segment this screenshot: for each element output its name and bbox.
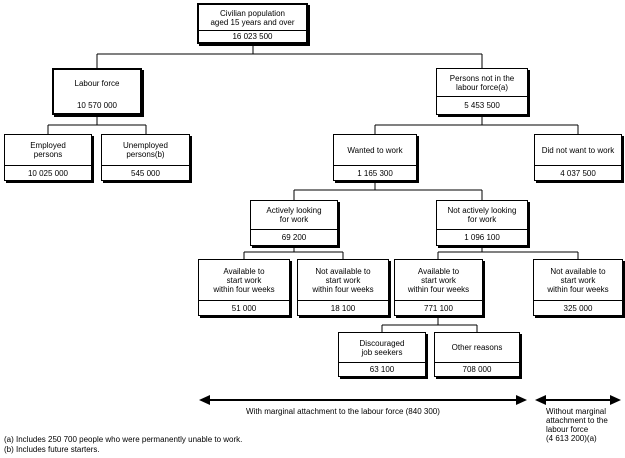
box-label: Not available to start work within four … bbox=[312, 266, 374, 294]
discouraged-job-seekers-box: Discouraged job seekers 63 100 bbox=[338, 332, 426, 377]
box-value: 545 000 bbox=[131, 168, 160, 178]
available-not-active-box: Available to start work within four week… bbox=[394, 259, 483, 316]
without-marginal-arrow bbox=[535, 395, 621, 405]
labour-force-box: Labour force 10 570 000 bbox=[52, 68, 142, 115]
box-label: Not actively looking for work bbox=[447, 206, 517, 224]
footnote-a: (a) Includes 250 700 people who were per… bbox=[4, 435, 243, 444]
box-label: Wanted to work bbox=[347, 145, 403, 155]
box-value: 708 000 bbox=[462, 365, 492, 374]
box-value: 325 000 bbox=[563, 303, 593, 313]
box-label: Actively looking for work bbox=[266, 206, 322, 224]
box-value: 771 100 bbox=[424, 303, 453, 313]
box-label: Available to start work within four week… bbox=[407, 266, 470, 294]
box-label: Labour force bbox=[74, 79, 120, 88]
box-value: 51 000 bbox=[231, 303, 257, 313]
not-available-not-active-box: Not available to start work within four … bbox=[533, 259, 623, 316]
box-value: 4 037 500 bbox=[560, 168, 596, 178]
did-not-want-to-work-box: Did not want to work 4 037 500 bbox=[534, 134, 622, 181]
wanted-to-work-box: Wanted to work 1 165 300 bbox=[333, 134, 417, 181]
box-value: 69 200 bbox=[281, 233, 307, 242]
box-value: 63 100 bbox=[369, 365, 395, 374]
other-reasons-box: Other reasons 708 000 bbox=[434, 332, 520, 377]
box-label: Did not want to work bbox=[541, 145, 615, 155]
with-marginal-attachment-label: With marginal attachment to the labour f… bbox=[246, 407, 440, 416]
box-label: Discouraged job seekers bbox=[359, 338, 405, 357]
unemployed-persons-box: Unemployed persons(b) 545 000 bbox=[101, 134, 190, 181]
box-value: 10 570 000 bbox=[76, 100, 118, 110]
box-label: Available to start work within four week… bbox=[213, 266, 275, 294]
civilian-population-box: Civilian population aged 15 years and ov… bbox=[197, 3, 308, 44]
box-value: 10 025 000 bbox=[27, 168, 69, 178]
box-value: 5 453 500 bbox=[464, 101, 500, 110]
box-label: Unemployed persons(b) bbox=[123, 141, 168, 159]
not-in-labour-force-box: Persons not in the labour force(a) 5 453… bbox=[436, 68, 528, 115]
box-label: Not available to start work within four … bbox=[547, 266, 609, 294]
box-label: Civilian population aged 15 years and ov… bbox=[210, 8, 295, 27]
not-available-active-box: Not available to start work within four … bbox=[297, 259, 389, 316]
box-value: 1 165 300 bbox=[357, 168, 393, 178]
box-label: Employed persons bbox=[30, 141, 66, 159]
available-active-box: Available to start work within four week… bbox=[198, 259, 290, 316]
not-actively-looking-box: Not actively looking for work 1 096 100 bbox=[436, 200, 528, 246]
marginal-attachment-arrow bbox=[199, 395, 527, 405]
box-label: Persons not in the labour force(a) bbox=[449, 73, 515, 92]
box-label: Other reasons bbox=[451, 343, 503, 352]
employed-persons-box: Employed persons 10 025 000 bbox=[4, 134, 92, 181]
box-value: 16 023 500 bbox=[232, 32, 273, 41]
box-value: 1 096 100 bbox=[464, 233, 500, 242]
actively-looking-box: Actively looking for work 69 200 bbox=[250, 200, 338, 246]
footnote-b: (b) Includes future starters. bbox=[4, 445, 100, 454]
box-value: 18 100 bbox=[330, 303, 356, 313]
without-marginal-attachment-label: Without marginal attachment to the labou… bbox=[546, 407, 608, 443]
